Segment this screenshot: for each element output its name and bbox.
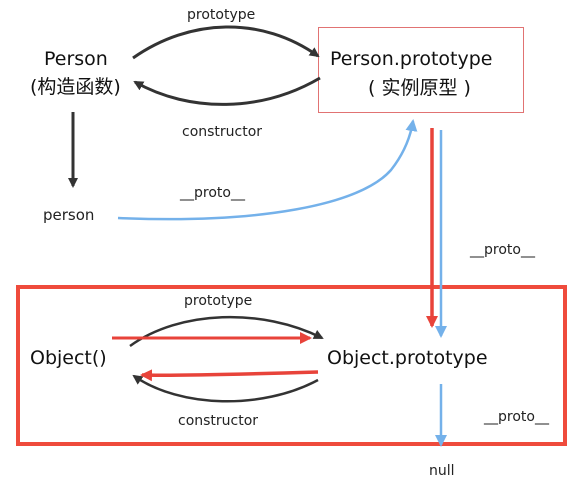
arrow-prototype-to-object-red: [140, 369, 319, 382]
person-prototype-desc: ( 实例原型 ): [368, 77, 471, 99]
arrow-person-to-prototype: [132, 25, 320, 60]
null-label: null: [429, 463, 455, 479]
object-constructor-label: Object(): [30, 347, 107, 369]
bottom-constructor-label: constructor: [178, 413, 259, 429]
object-highlight-box: [16, 285, 567, 446]
arrow-prototype-to-object: [132, 374, 319, 403]
top-prototype-label: prototype: [187, 7, 256, 23]
person-instance-label: person: [43, 206, 95, 224]
arrow-prototype-to-person: [133, 76, 321, 106]
person-constructor-name: Person: [44, 48, 108, 70]
person-prototype-proto-link-label: __proto__: [470, 242, 535, 258]
person-prototype-name: Person.prototype: [330, 48, 493, 70]
object-prototype-label: Object.prototype: [327, 347, 488, 369]
person-prototype-box: [318, 27, 524, 113]
top-constructor-label: constructor: [182, 124, 263, 140]
bottom-prototype-label: prototype: [184, 293, 253, 309]
arrow-object-to-prototype: [129, 315, 324, 348]
object-prototype-proto-link-label: __proto__: [484, 409, 549, 425]
person-proto-link-label: __proto__: [180, 185, 245, 201]
arrow-instance-proto: [117, 119, 418, 221]
person-constructor-desc: (构造函数): [30, 76, 121, 98]
